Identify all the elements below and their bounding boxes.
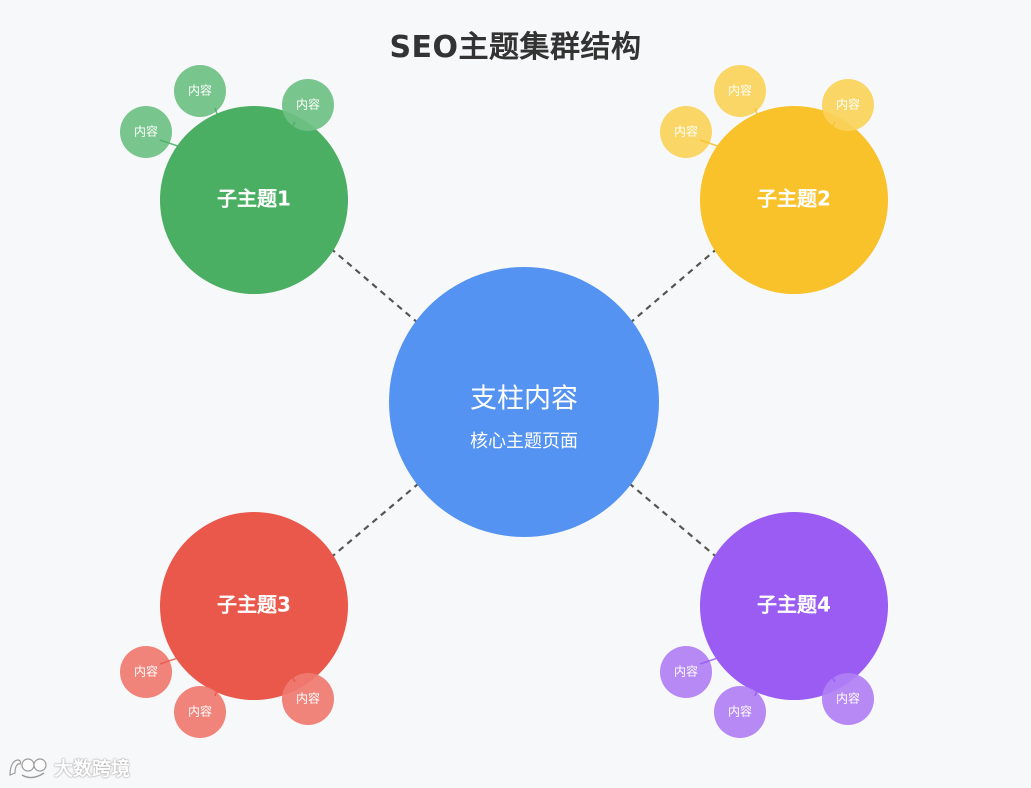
connector-line-3 xyxy=(321,483,419,566)
pillar-circle xyxy=(389,267,659,537)
content-bubble-circle xyxy=(660,646,712,698)
content-bubble: 内容 xyxy=(174,65,226,117)
content-spoke xyxy=(813,121,836,161)
content-bubble: 内容 xyxy=(174,686,226,738)
content-bubble-circle xyxy=(822,79,874,131)
content-bubble: 内容 xyxy=(120,646,172,698)
subtopic-circle-2 xyxy=(700,106,888,294)
content-spoke xyxy=(754,107,769,149)
content-bubble: 内容 xyxy=(120,106,172,158)
content-bubble-circle xyxy=(822,673,874,725)
content-spoke xyxy=(699,645,754,665)
content-bubble: 内容 xyxy=(660,646,712,698)
subtopic-circle-4 xyxy=(700,512,888,700)
content-bubble: 内容 xyxy=(822,79,874,131)
content-bubble-circle xyxy=(714,65,766,117)
content-label: 内容 xyxy=(134,664,158,679)
content-bubble-circle xyxy=(120,106,172,158)
nodes: 内容内容内容子主题1内容内容内容子主题2内容内容内容子主题3内容内容内容子主题4… xyxy=(120,65,888,738)
content-bubble-circle xyxy=(660,106,712,158)
content-spoke xyxy=(214,657,229,697)
content-label: 内容 xyxy=(134,124,158,139)
pillar-title: 支柱内容 xyxy=(470,384,578,415)
content-label: 内容 xyxy=(836,691,860,706)
content-bubble: 内容 xyxy=(714,686,766,738)
subtopic-label-2: 子主题2 xyxy=(757,187,831,211)
content-bubble: 内容 xyxy=(660,106,712,158)
content-label: 内容 xyxy=(296,691,320,706)
content-spoke xyxy=(754,657,769,697)
watermark: 大数跨境 xyxy=(6,754,130,781)
content-label: 内容 xyxy=(728,704,752,719)
content-spoke xyxy=(699,139,754,159)
content-spoke xyxy=(813,643,836,683)
content-label: 内容 xyxy=(188,704,212,719)
page-title: SEO主题集群结构 xyxy=(389,30,642,65)
subtopic-label-3: 子主题3 xyxy=(217,593,291,617)
content-bubble-circle xyxy=(120,646,172,698)
content-label: 内容 xyxy=(836,97,860,112)
content-spoke xyxy=(159,645,214,665)
content-label: 内容 xyxy=(728,83,752,98)
content-bubble: 内容 xyxy=(822,673,874,725)
content-label: 内容 xyxy=(188,83,212,98)
connectors xyxy=(321,240,727,566)
content-bubble-circle xyxy=(282,673,334,725)
connector-line-4 xyxy=(629,483,727,566)
content-label: 内容 xyxy=(674,664,698,679)
subtopic-label-4: 子主题4 xyxy=(757,593,831,617)
content-spoke xyxy=(159,139,214,159)
connector-line-2 xyxy=(629,240,727,324)
content-label: 内容 xyxy=(674,124,698,139)
logo-icon xyxy=(9,757,47,778)
subtopic-label-1: 子主题1 xyxy=(217,187,291,211)
content-label: 内容 xyxy=(296,97,320,112)
content-bubble: 内容 xyxy=(282,79,334,131)
content-spoke xyxy=(214,107,229,149)
connector-line-1 xyxy=(321,240,419,324)
content-bubble-circle xyxy=(714,686,766,738)
content-bubble-circle xyxy=(282,79,334,131)
content-spoke xyxy=(273,643,296,683)
subtopic-circle-1 xyxy=(160,106,348,294)
watermark-text: 大数跨境 xyxy=(54,758,131,780)
content-bubble: 内容 xyxy=(714,65,766,117)
content-bubble-circle xyxy=(174,65,226,117)
content-bubble-circle xyxy=(174,686,226,738)
subtopic-circle-3 xyxy=(160,512,348,700)
content-spoke xyxy=(273,121,296,161)
content-bubble: 内容 xyxy=(282,673,334,725)
pillar-subtitle: 核心主题页面 xyxy=(470,431,578,452)
